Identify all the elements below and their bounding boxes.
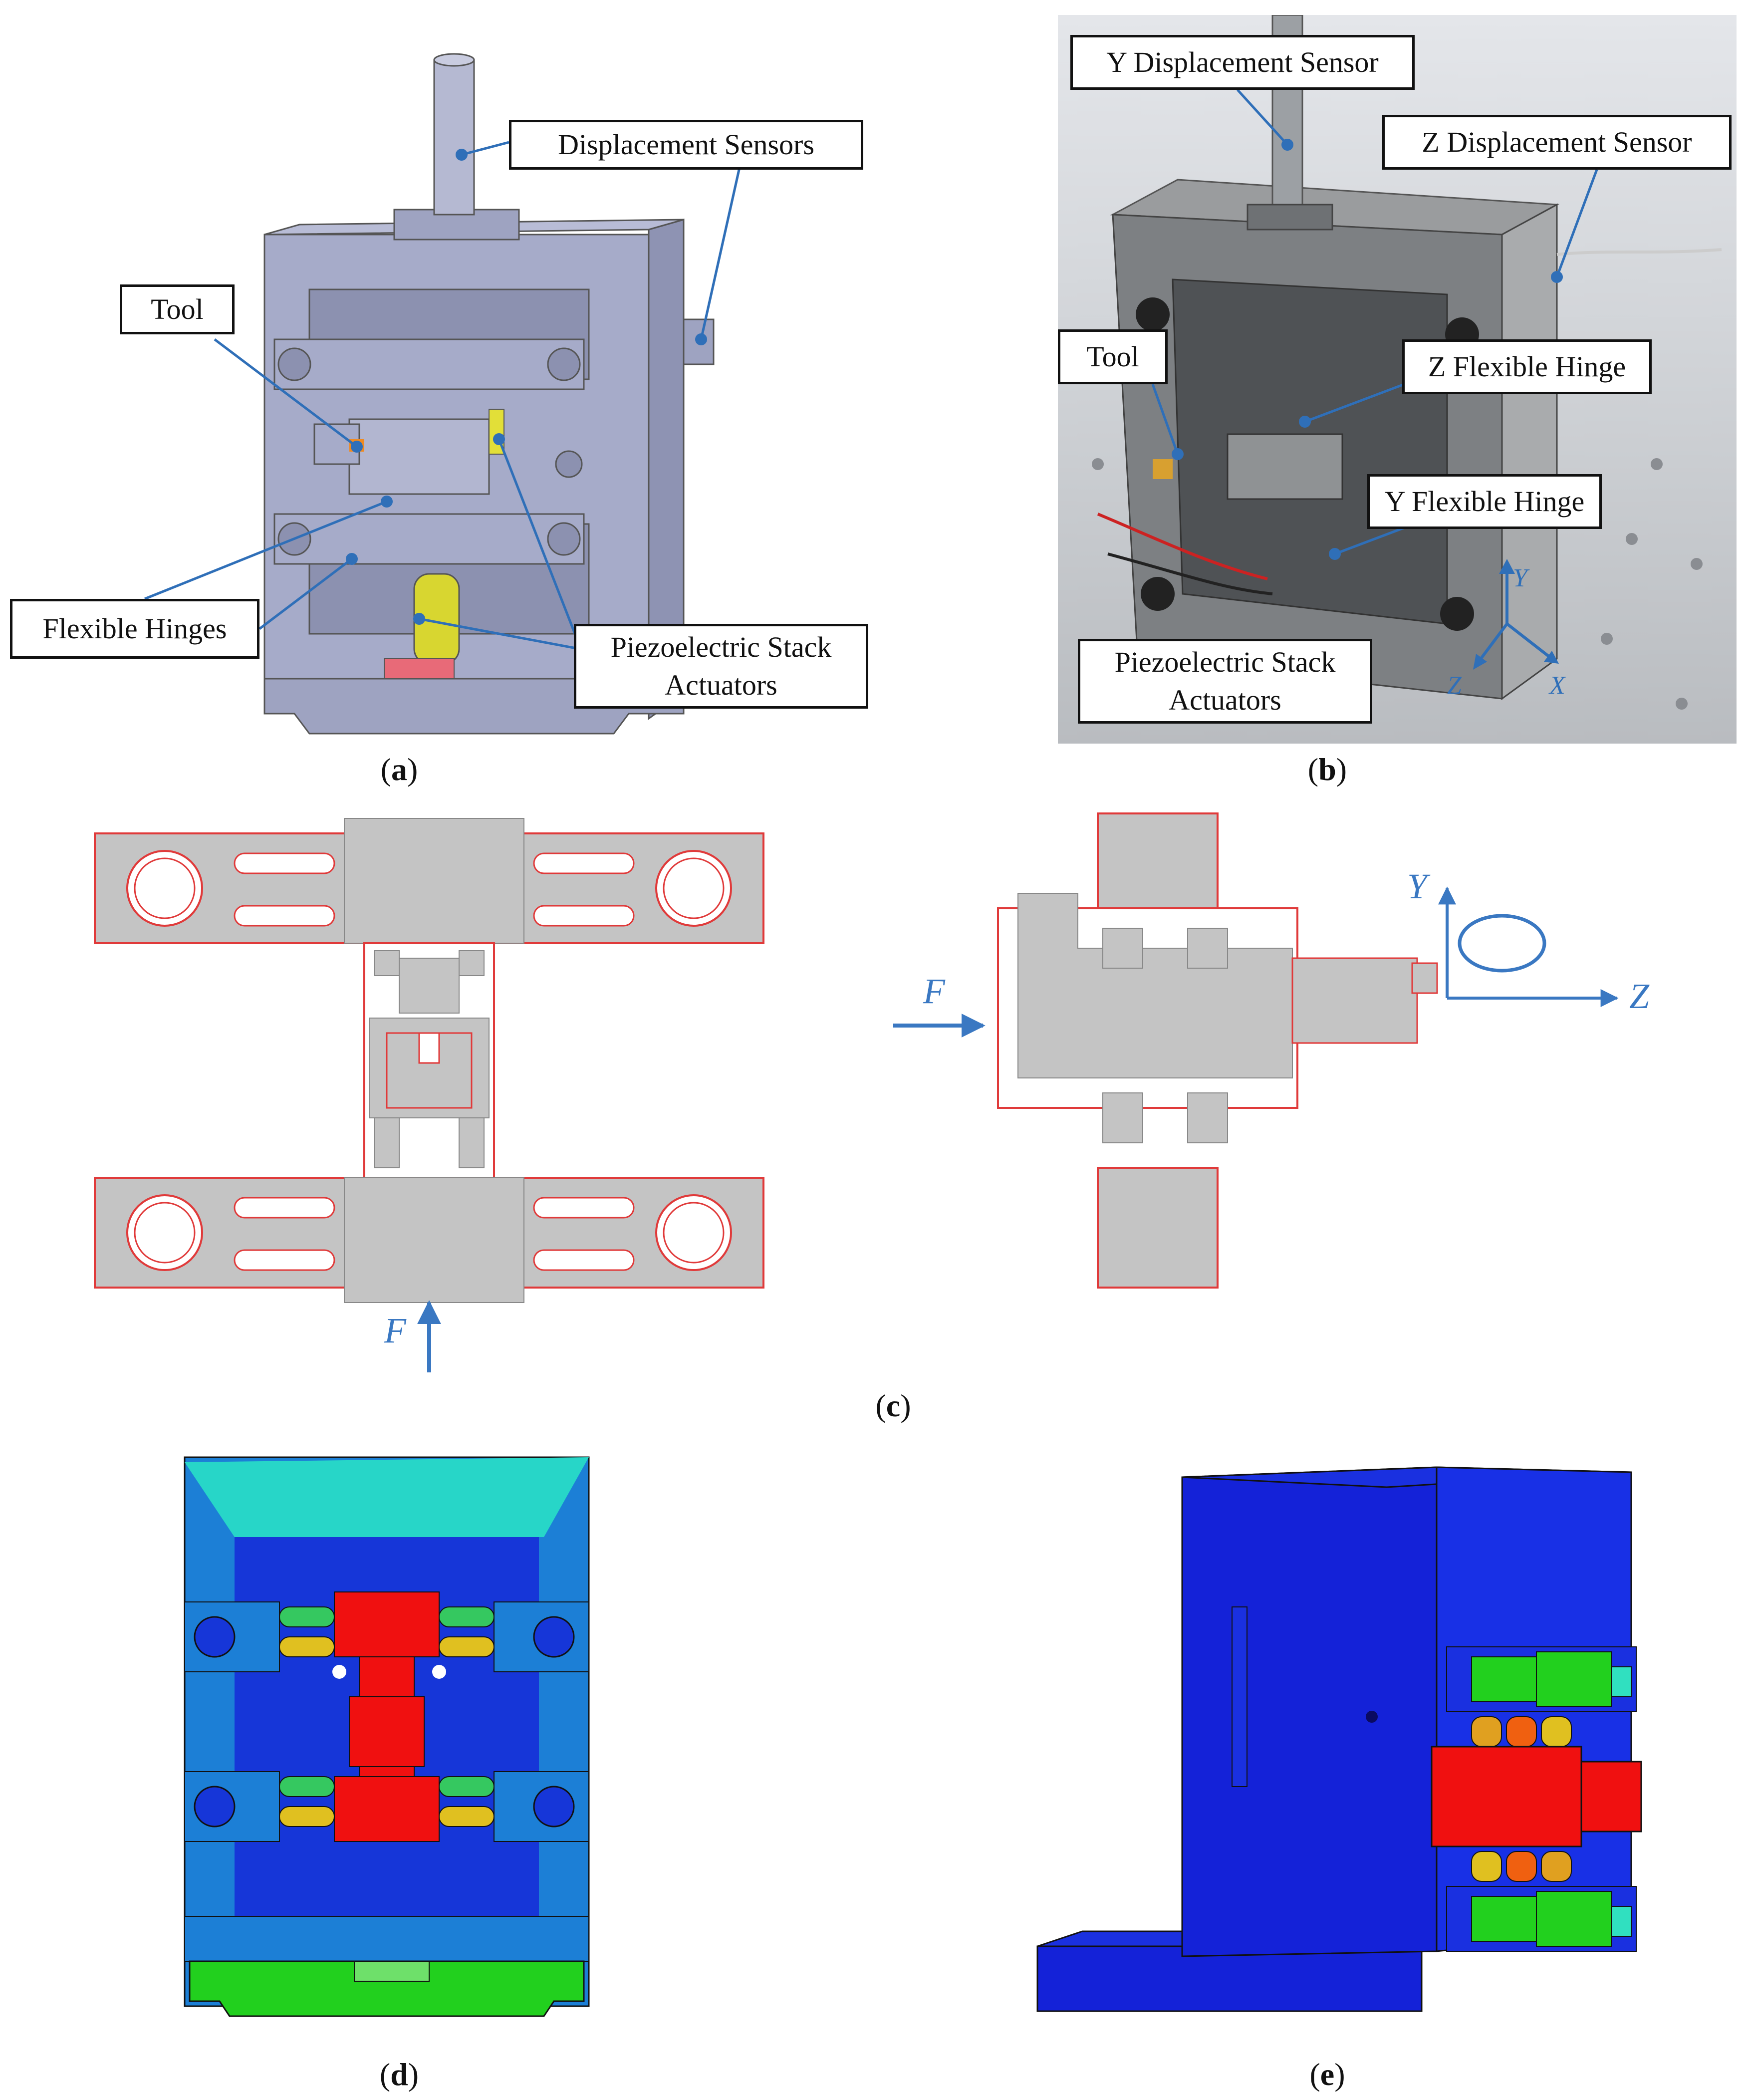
panel-c-drawing: F F Y Z [94,812,1650,1372]
panel-c-deformation: F F Y Z [0,798,1746,1427]
callout-z-displacement-sensor: Z Displacement Sensor [1382,115,1732,170]
callout-flexible-hinges: Flexible Hinges [10,599,259,659]
caption-d-letter: d [390,2057,408,2092]
caption-b-letter: b [1318,752,1336,787]
caption-e-letter: e [1320,2057,1335,2092]
caption-d: (d) [379,2057,419,2092]
panel-e-drawing [1036,1466,1642,2012]
callout-piezo-b-line2: Actuators [1169,684,1281,716]
callout-displacement-sensors: Displacement Sensors [509,120,863,170]
panel-d-drawing [184,1456,590,2017]
caption-a-letter: a [391,752,407,787]
right-hinge-mechanism [997,812,1438,1289]
callout-piezo-b-line1: Piezoelectric Stack [1114,646,1336,678]
axis-label-y: Y [1513,564,1530,592]
callout-piezo-actuators-b: Piezoelectric Stack Actuators [1078,639,1372,724]
axis-label-z: Z [1447,671,1462,700]
panel-d-fea-y [0,1437,873,2041]
caption-b: (b) [1307,752,1347,787]
force-label-left: F [384,1311,407,1350]
panel-e-fea-z [873,1437,1746,2041]
axis-label-c-z: Z [1629,976,1650,1016]
callout-y-flexible-hinge: Y Flexible Hinge [1367,474,1602,529]
panel-b-photo: Y Z X Y Displacement Sensor Z Displaceme… [1058,15,1737,744]
axis-label-x: X [1548,671,1566,700]
caption-a: (a) [380,752,418,787]
callout-piezo-line2: Actuators [665,669,777,701]
callout-z-flexible-hinge: Z Flexible Hinge [1402,339,1652,394]
left-hinge-mechanism [94,818,764,1303]
force-label-right: F [923,971,946,1011]
callout-tool: Tool [120,284,235,334]
caption-c-letter: c [886,1388,901,1423]
callout-piezo-actuators: Piezoelectric Stack Actuators [574,624,868,709]
panel-a-cad-model: Displacement Sensors Tool Flexible Hinge… [0,0,873,779]
callout-y-displacement-sensor: Y Displacement Sensor [1070,35,1415,90]
callout-piezo-line1: Piezoelectric Stack [610,631,832,663]
caption-e: (e) [1309,2057,1345,2092]
caption-c: (c) [875,1388,911,1423]
axis-label-c-y: Y [1407,866,1431,906]
panel-a-drawing [144,53,745,735]
callout-tool-b: Tool [1058,329,1168,384]
